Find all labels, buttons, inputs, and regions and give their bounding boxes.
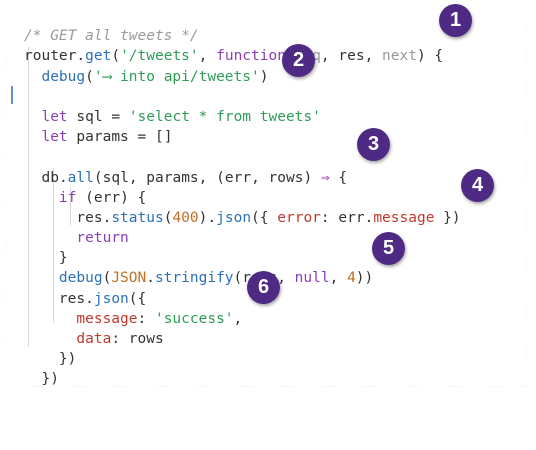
callout-badge-4: 4: [461, 169, 494, 202]
code-line-14: res.json({: [58, 290, 147, 307]
callout-badge-3: 3: [357, 128, 390, 161]
code-line-7: [24, 147, 461, 167]
code-line-15: message: 'success',: [76, 310, 243, 327]
code-line-6: let params = []: [41, 129, 173, 146]
code-line-4: [24, 87, 461, 107]
code-line-11: return: [76, 230, 129, 247]
indent-guide: [70, 187, 71, 225]
code-line-10: res.status(400).json({ error: err.messag…: [76, 209, 461, 226]
callout-badge-2: 2: [282, 44, 315, 77]
code-line-12: }: [24, 250, 68, 267]
callout-badge-1: 1: [439, 4, 472, 37]
code-line-19: }): [24, 391, 42, 408]
code-line-17: }): [24, 351, 77, 368]
line-change-marker: [11, 86, 13, 104]
callout-badge-6: 6: [247, 271, 280, 304]
callout-badge-5: 5: [372, 232, 405, 265]
code-line-3: debug('⟶ into api/tweets'): [41, 68, 269, 85]
code-line-18: }): [24, 371, 59, 388]
indent-guide: [53, 168, 54, 323]
indent-guide: [28, 47, 29, 347]
code-line-13: debug(JSON.stringify(rows, null, 4)): [58, 270, 374, 287]
code-line-9: if (err) {: [58, 189, 147, 206]
code-line-5: let sql = 'select * from tweets': [41, 108, 321, 125]
code-line-1: /* GET all tweets */: [24, 28, 199, 45]
code-line-2: router.get('/tweets', function(req, res,…: [24, 48, 444, 65]
code-line-8: db.all(sql, params, (err, rows) ⇒ {: [41, 169, 348, 186]
code-line-16: data: rows: [76, 331, 164, 348]
code-screenshot-panel: /* GET all tweets */ router.get('/tweets'…: [6, 3, 527, 387]
code-block: /* GET all tweets */ router.get('/tweets'…: [24, 6, 461, 408]
